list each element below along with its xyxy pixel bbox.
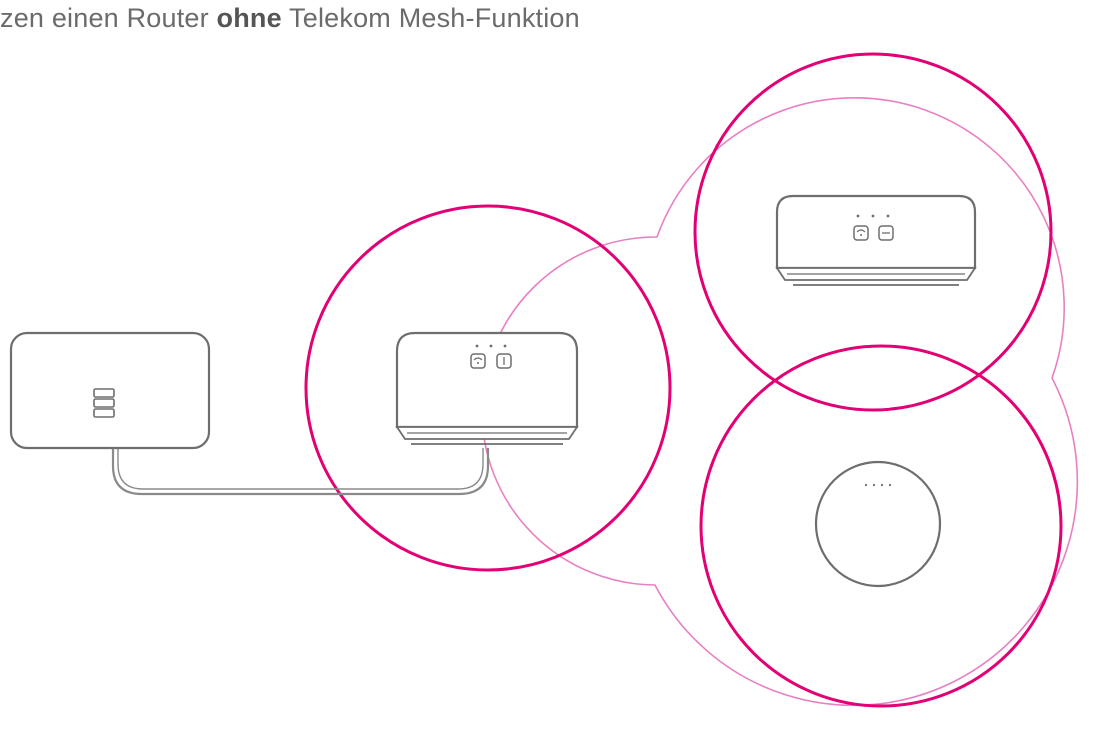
- coverage-circle-bottom-right: [699, 344, 1063, 708]
- repeater-body: [775, 194, 977, 270]
- mesh-repeater-icon: [395, 331, 579, 445]
- caption-text-before: zen einen Router: [0, 3, 217, 33]
- coverage-circles: [304, 52, 1063, 708]
- round-repeater-leds: [864, 483, 892, 487]
- repeater-body: [395, 331, 579, 429]
- router-server-icon: [93, 388, 115, 418]
- caption-text-after: Telekom Mesh-Funktion: [281, 3, 580, 33]
- router-icon: [9, 331, 211, 450]
- wifi-button-icon: [853, 225, 869, 241]
- coverage-circle-left: [304, 204, 672, 572]
- round-repeater-icon: [814, 460, 942, 588]
- plus-button-icon: [878, 225, 894, 241]
- repeater-leds: [475, 344, 507, 348]
- round-repeater-body: [814, 460, 942, 588]
- repeater-leds: [856, 214, 890, 218]
- network-cable: [111, 448, 490, 496]
- network-cable-inner: [117, 448, 484, 490]
- wifi-button-icon: [470, 353, 486, 369]
- caption-emphasis: ohne: [216, 3, 282, 33]
- mesh-repeater-icon: [775, 194, 977, 286]
- plus-button-icon: [496, 353, 512, 369]
- diagram-caption: zen einen Router ohne Telekom Mesh-Funkt…: [0, 0, 580, 36]
- coverage-circle-top-right: [693, 52, 1053, 412]
